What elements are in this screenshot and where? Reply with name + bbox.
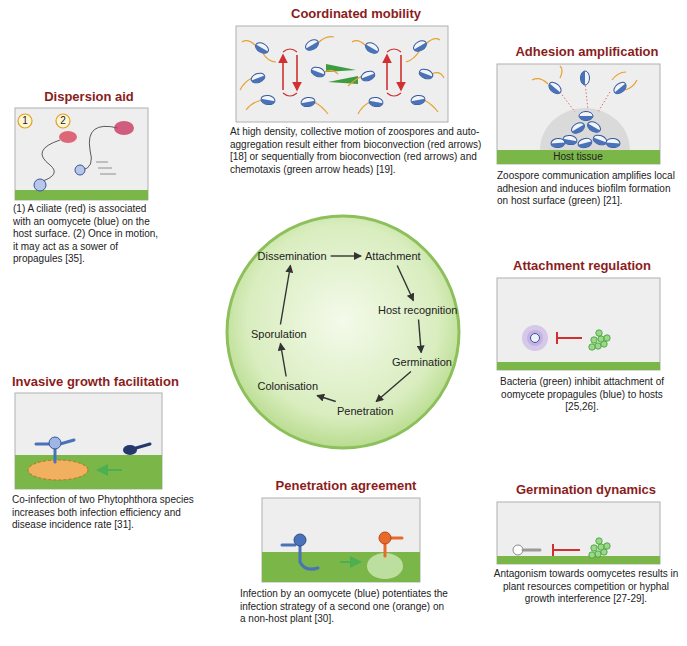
panel-caption: Bacteria (green) inhibit attachment of o… [492, 376, 672, 414]
panel-box: Invasive growth facilitationCo-infection… [12, 374, 200, 532]
panel-heading: Invasive growth facilitation [12, 374, 200, 390]
cycle-stage: Attachment [363, 249, 423, 264]
panel-heading: Attachment regulation [492, 258, 672, 274]
penetration-agreement-art [262, 498, 420, 582]
panel-heading: Dispersion aid [13, 89, 165, 105]
panel-caption: At high density, collective motion of zo… [230, 126, 482, 176]
stage-label: Attachment [365, 250, 421, 262]
panel-heading: Coordinated mobility [230, 6, 482, 22]
adhesion-amplification-art [497, 64, 660, 164]
panel-box: Attachment regulationBacteria (green) in… [492, 258, 672, 414]
panel-caption: (1) A ciliate (red) is associated with a… [13, 203, 165, 266]
stage-label: Sporulation [251, 328, 307, 340]
cycle-arrow [397, 266, 413, 301]
cycle-arrow [280, 266, 290, 325]
cycle-stage: Host recognition [376, 303, 460, 318]
panel-caption: Antagonism towards oomycetes results in … [488, 568, 684, 606]
cycle-stage: Penetration [335, 404, 395, 419]
panel-caption: Infection by an oomycete (blue) potentia… [240, 588, 452, 626]
cycle-stage: Germination [390, 355, 454, 370]
cycle-arrow [419, 320, 422, 353]
stage-label: Colonisation [258, 380, 319, 392]
panel-heading: Germination dynamics [488, 482, 684, 498]
panel-box: Dispersion aid (1) A ciliate (red) is ass… [13, 89, 165, 266]
panel-box: Coordinated mobility At high density, col… [230, 6, 482, 176]
panel-box: Germination dynamicsAntagonism towards o… [488, 482, 684, 606]
invasive-growth-art [15, 393, 162, 489]
panel-caption: Zoospore communication amplifies local a… [497, 170, 677, 208]
cycle-arrow [331, 255, 361, 256]
callout-number: 2 [56, 115, 70, 127]
stage-label: Germination [392, 356, 452, 368]
coordinated-mobility-art [236, 26, 448, 122]
cycle-stage: Sporulation [249, 327, 309, 342]
cycle-arrow [280, 344, 286, 377]
cycle-arrow [376, 372, 411, 402]
dispersion-aid-art [15, 108, 148, 200]
cycle-stage: Colonisation [256, 379, 321, 394]
panel-heading: Adhesion amplification [497, 44, 677, 60]
stage-label: Dissemination [258, 250, 327, 262]
panel-caption: Co-infection of two Phytophthora species… [12, 494, 200, 532]
panel-box: Penetration agreementInfection by an oom… [240, 478, 452, 626]
cycle-arrow [317, 396, 336, 402]
cycle-stage: Dissemination [256, 249, 329, 264]
stage-label: Host recognition [378, 304, 458, 316]
panel-heading: Penetration agreement [240, 478, 452, 494]
panel-box: Adhesion amplificationZoospore communica… [497, 44, 677, 208]
callout-number: 1 [18, 115, 32, 127]
germination-dynamics-art [497, 502, 660, 564]
attachment-regulation-art [497, 278, 660, 370]
stage-label: Penetration [337, 405, 393, 417]
life-cycle-circle [227, 216, 459, 448]
tissue-label: Host tissue [538, 151, 618, 163]
